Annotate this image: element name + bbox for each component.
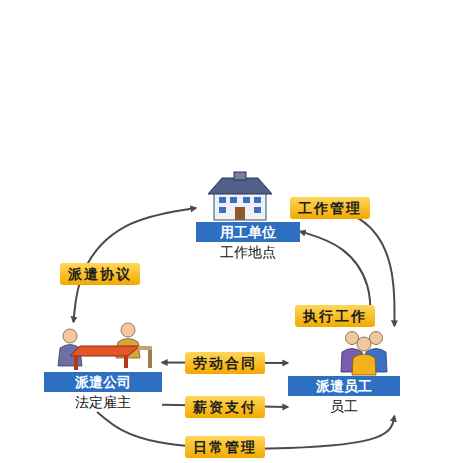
relation-label: 工作管理 <box>290 197 370 219</box>
entity-node: 用工单位工作地点 <box>196 172 300 262</box>
relation-label: 执行工作 <box>295 305 375 327</box>
entity-subtitle: 工作地点 <box>220 242 276 262</box>
entity-node: 派遣员工员工 <box>288 326 400 416</box>
entity-node: 派遣公司法定雇主 <box>44 322 162 412</box>
relation-label: 薪资支付 <box>185 396 265 418</box>
relation-label: 劳动合同 <box>185 352 265 374</box>
relation-label: 日常管理 <box>185 436 265 458</box>
relation-label: 派遣协议 <box>60 263 140 285</box>
entity-subtitle: 法定雇主 <box>75 392 131 412</box>
entity-subtitle: 员工 <box>330 396 358 416</box>
meeting-icon <box>58 323 152 370</box>
entity-title: 用工单位 <box>196 222 300 242</box>
entity-title: 派遣公司 <box>44 372 162 392</box>
employees-icon <box>341 332 387 376</box>
entity-title: 派遣员工 <box>288 376 400 396</box>
building-icon <box>208 172 272 220</box>
